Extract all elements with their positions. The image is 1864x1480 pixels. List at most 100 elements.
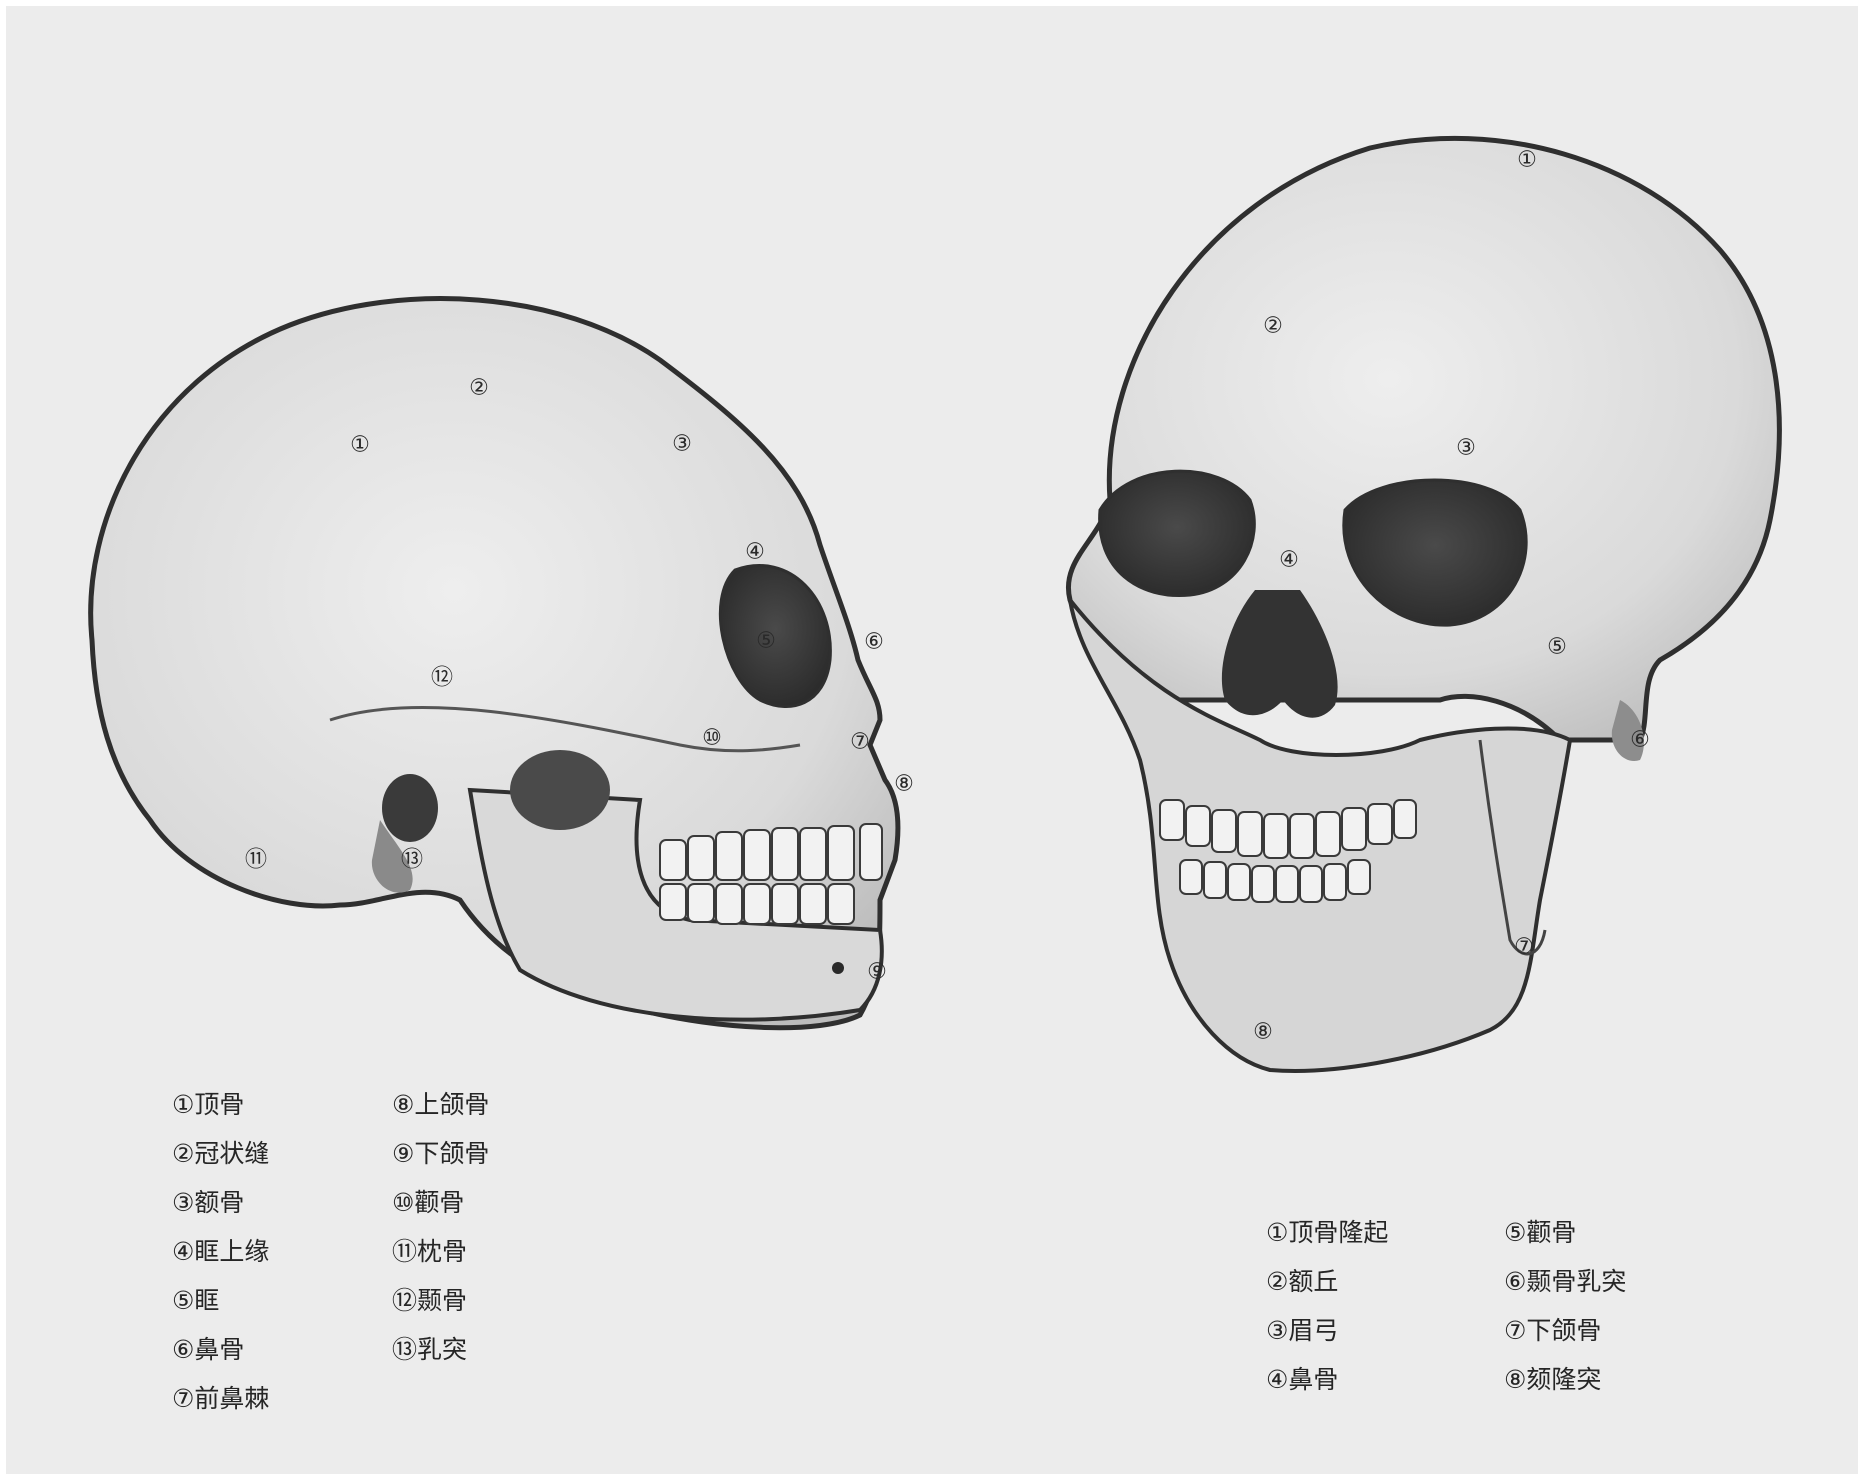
- side-legend-label: 枕骨: [417, 1237, 467, 1266]
- side-legend-item: ②冠状缝: [172, 1129, 269, 1178]
- front-marker-label: ④: [1279, 548, 1299, 573]
- side-legend-label: 冠状缝: [194, 1139, 269, 1168]
- side-ear-canal: [382, 774, 438, 842]
- side-teeth: [660, 824, 882, 924]
- side-legend-item: ⑪枕骨: [392, 1227, 489, 1276]
- front-legend-label: 下颌骨: [1526, 1316, 1601, 1345]
- side-legend-label: 上颌骨: [414, 1090, 489, 1119]
- side-marker-label: ⑥: [864, 630, 884, 655]
- side-legend-item: ⑧上颌骨: [392, 1080, 489, 1129]
- front-marker-label: ⑦: [1514, 935, 1534, 960]
- front-marker-8: ⑧: [1253, 1020, 1273, 1045]
- side-legend-label: 下颌骨: [414, 1139, 489, 1168]
- side-legend-number: ②: [172, 1139, 194, 1168]
- front-marker-1: ①: [1517, 148, 1537, 173]
- side-legend-number: ⑨: [392, 1139, 414, 1168]
- front-legend-item: ③眉弓: [1266, 1306, 1388, 1355]
- side-legend-number: ⑪: [392, 1237, 417, 1266]
- side-legend-label: 颧骨: [414, 1188, 464, 1217]
- side-marker-3: ③: [672, 432, 692, 457]
- side-marker-label: ⑤: [756, 629, 776, 654]
- side-marker-label: ⑫: [431, 666, 453, 691]
- side-marker-label: ①: [350, 433, 370, 458]
- front-marker-2: ②: [1263, 314, 1283, 339]
- front-legend-item: ⑥颞骨乳突: [1504, 1257, 1626, 1306]
- front-legend-number: ⑧: [1504, 1365, 1526, 1394]
- side-legend-item: ⑦前鼻棘: [172, 1374, 269, 1423]
- side-marker-12: ⑫: [431, 666, 453, 691]
- front-cranium: [1068, 138, 1779, 740]
- side-legend-item: ⑥鼻骨: [172, 1325, 269, 1374]
- side-marker-label: ⑨: [867, 960, 887, 985]
- front-legend-number: ③: [1266, 1316, 1288, 1345]
- side-marker-4: ④: [745, 540, 765, 565]
- side-marker-10: ⑩: [702, 726, 722, 751]
- side-marker-label: ③: [672, 432, 692, 457]
- front-marker-label: ③: [1456, 436, 1476, 461]
- front-legend-item: ①顶骨隆起: [1266, 1208, 1388, 1257]
- side-marker-label: ⑬: [401, 848, 423, 873]
- side-legend-number: ⑦: [172, 1384, 194, 1413]
- side-legend-label: 眶: [194, 1286, 219, 1315]
- front-legend-item: ⑦下颌骨: [1504, 1306, 1626, 1355]
- front-legend-item: ⑧颏隆突: [1504, 1355, 1626, 1404]
- front-legend-number: ①: [1266, 1218, 1288, 1247]
- side-legend-number: ④: [172, 1237, 194, 1266]
- front-legend-number: ②: [1266, 1267, 1288, 1296]
- side-legend-number: ⑬: [392, 1335, 417, 1364]
- side-marker-5: ⑤: [756, 629, 776, 654]
- side-legend-item: ⑬乳突: [392, 1325, 489, 1374]
- side-legend-number: ⑥: [172, 1335, 194, 1364]
- front-marker-label: ⑧: [1253, 1020, 1273, 1045]
- front-marker-4: ④: [1279, 548, 1299, 573]
- front-legend-label: 眉弓: [1288, 1316, 1338, 1345]
- side-marker-label: ⑪: [245, 848, 267, 873]
- front-marker-3: ③: [1456, 436, 1476, 461]
- side-legend-number: ③: [172, 1188, 194, 1217]
- side-legend-label: 前鼻棘: [194, 1384, 269, 1413]
- side-legend-item: ⑤眶: [172, 1276, 269, 1325]
- side-marker-label: ⑩: [702, 726, 722, 751]
- side-mental-foramen: [832, 962, 844, 974]
- side-legend-column-1: ①顶骨②冠状缝③额骨④眶上缘⑤眶⑥鼻骨⑦前鼻棘: [172, 1080, 269, 1423]
- front-marker-5: ⑤: [1547, 635, 1567, 660]
- front-orbit-left: [1100, 471, 1255, 595]
- side-marker-label: ⑦: [850, 730, 870, 755]
- side-legend-label: 鼻骨: [194, 1335, 244, 1364]
- side-marker-2: ②: [469, 376, 489, 401]
- side-marker-label: ②: [469, 376, 489, 401]
- front-legend-number: ⑥: [1504, 1267, 1526, 1296]
- front-legend-label: 顶骨隆起: [1288, 1218, 1388, 1247]
- side-skull: [91, 299, 898, 1028]
- front-legend-label: 颧骨: [1526, 1218, 1576, 1247]
- side-legend-number: ⑩: [392, 1188, 414, 1217]
- side-mandible-notch: [510, 750, 610, 830]
- front-legend-label: 颞骨乳突: [1526, 1267, 1626, 1296]
- side-legend-item: ③额骨: [172, 1178, 269, 1227]
- front-marker-label: ⑤: [1547, 635, 1567, 660]
- side-legend-label: 颞骨: [417, 1286, 467, 1315]
- front-legend-number: ④: [1266, 1365, 1288, 1394]
- side-marker-9: ⑨: [867, 960, 887, 985]
- front-marker-7: ⑦: [1514, 935, 1534, 960]
- front-marker-6: ⑥: [1630, 728, 1650, 753]
- front-legend-number: ⑤: [1504, 1218, 1526, 1247]
- side-marker-label: ⑧: [894, 772, 914, 797]
- side-legend-item: ①顶骨: [172, 1080, 269, 1129]
- side-marker-1: ①: [350, 433, 370, 458]
- side-marker-label: ④: [745, 540, 765, 565]
- side-marker-13: ⑬: [401, 848, 423, 873]
- side-marker-7: ⑦: [850, 730, 870, 755]
- front-legend-number: ⑦: [1504, 1316, 1526, 1345]
- front-marker-label: ⑥: [1630, 728, 1650, 753]
- front-legend-column-1: ①顶骨隆起②额丘③眉弓④鼻骨: [1266, 1208, 1388, 1404]
- side-legend-label: 顶骨: [194, 1090, 244, 1119]
- side-marker-11: ⑪: [245, 848, 267, 873]
- side-legend-number: ⑧: [392, 1090, 414, 1119]
- side-marker-8: ⑧: [894, 772, 914, 797]
- side-legend-number: ⑤: [172, 1286, 194, 1315]
- front-marker-label: ②: [1263, 314, 1283, 339]
